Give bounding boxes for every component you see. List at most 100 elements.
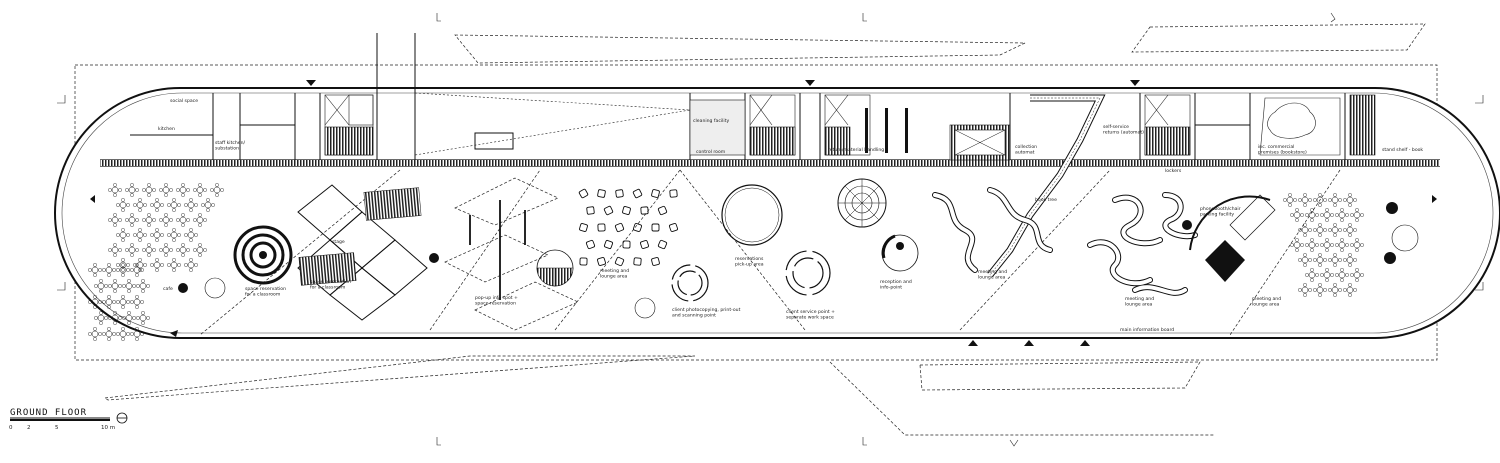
chair bbox=[1340, 208, 1344, 212]
chair bbox=[93, 263, 97, 267]
chair bbox=[141, 279, 145, 283]
table bbox=[119, 231, 127, 239]
chair bbox=[1353, 198, 1357, 202]
chair bbox=[1323, 198, 1327, 202]
table bbox=[136, 231, 144, 239]
chair bbox=[135, 248, 139, 252]
table bbox=[1301, 256, 1309, 264]
chair bbox=[1318, 193, 1322, 197]
chair bbox=[1330, 243, 1334, 247]
chair bbox=[146, 284, 150, 288]
chair bbox=[1308, 288, 1312, 292]
table bbox=[97, 282, 105, 290]
lounge-chair bbox=[597, 257, 606, 266]
chair bbox=[99, 289, 103, 293]
chair bbox=[1283, 198, 1287, 202]
chair bbox=[193, 218, 197, 222]
chair bbox=[93, 337, 97, 341]
chair bbox=[1303, 233, 1307, 237]
table bbox=[91, 266, 99, 274]
table bbox=[139, 282, 147, 290]
chair bbox=[1360, 273, 1364, 277]
table bbox=[1331, 196, 1339, 204]
chair bbox=[1323, 228, 1327, 232]
table bbox=[133, 298, 141, 306]
chair bbox=[181, 253, 185, 257]
lounge-chair bbox=[578, 188, 589, 199]
chair bbox=[135, 273, 139, 277]
chair bbox=[1348, 203, 1352, 207]
chair bbox=[113, 289, 117, 293]
chair bbox=[177, 233, 181, 237]
chair bbox=[1343, 258, 1347, 262]
spiral-stair-reception bbox=[837, 178, 887, 228]
label-social-space: social space bbox=[170, 98, 198, 104]
chair bbox=[160, 233, 164, 237]
table bbox=[187, 201, 195, 209]
chair bbox=[94, 316, 98, 320]
popup-shelves bbox=[469, 200, 526, 300]
chair bbox=[118, 188, 122, 192]
chair bbox=[147, 193, 151, 197]
chair bbox=[206, 208, 210, 212]
chair bbox=[152, 188, 156, 192]
chair bbox=[1325, 218, 1329, 222]
lounge-chair bbox=[622, 206, 631, 215]
chair bbox=[121, 208, 125, 212]
chair bbox=[160, 263, 164, 267]
chair bbox=[88, 300, 92, 304]
chair bbox=[1348, 253, 1352, 257]
spiral-stair bbox=[233, 225, 293, 285]
chair bbox=[1325, 208, 1329, 212]
chair bbox=[189, 238, 193, 242]
table bbox=[153, 231, 161, 239]
chair bbox=[108, 218, 112, 222]
chair bbox=[203, 188, 207, 192]
chair bbox=[1333, 283, 1337, 287]
ring-counters bbox=[671, 184, 831, 302]
chair bbox=[186, 188, 190, 192]
chair bbox=[1318, 253, 1322, 257]
chair bbox=[1325, 238, 1329, 242]
chair bbox=[155, 268, 159, 272]
chair bbox=[1300, 213, 1304, 217]
chair bbox=[184, 203, 188, 207]
chair bbox=[1355, 208, 1359, 212]
chair bbox=[125, 248, 129, 252]
chair bbox=[1288, 203, 1292, 207]
chair bbox=[198, 253, 202, 257]
chair bbox=[1355, 238, 1359, 242]
table bbox=[136, 261, 144, 269]
lounge-chair bbox=[622, 240, 631, 249]
chair bbox=[1315, 213, 1319, 217]
chair bbox=[113, 223, 117, 227]
chair bbox=[112, 268, 116, 272]
chair bbox=[142, 188, 146, 192]
scale-tick-5: 5 bbox=[55, 425, 59, 431]
table bbox=[196, 186, 204, 194]
chair bbox=[1355, 218, 1359, 222]
cafe-seating bbox=[88, 183, 224, 341]
chair bbox=[130, 268, 134, 272]
table bbox=[1316, 226, 1324, 234]
table bbox=[1323, 241, 1331, 249]
chair bbox=[94, 284, 98, 288]
chair bbox=[167, 233, 171, 237]
table bbox=[153, 201, 161, 209]
chair bbox=[1318, 203, 1322, 207]
chair bbox=[126, 263, 130, 267]
chair bbox=[1338, 288, 1342, 292]
chair bbox=[1338, 258, 1342, 262]
chair bbox=[1305, 243, 1309, 247]
table bbox=[119, 261, 127, 269]
chair bbox=[1343, 228, 1347, 232]
chair bbox=[133, 233, 137, 237]
chair bbox=[147, 183, 151, 187]
chair bbox=[169, 218, 173, 222]
chair bbox=[193, 248, 197, 252]
chair bbox=[194, 233, 198, 237]
table bbox=[170, 261, 178, 269]
chair bbox=[1348, 283, 1352, 287]
table bbox=[125, 282, 133, 290]
